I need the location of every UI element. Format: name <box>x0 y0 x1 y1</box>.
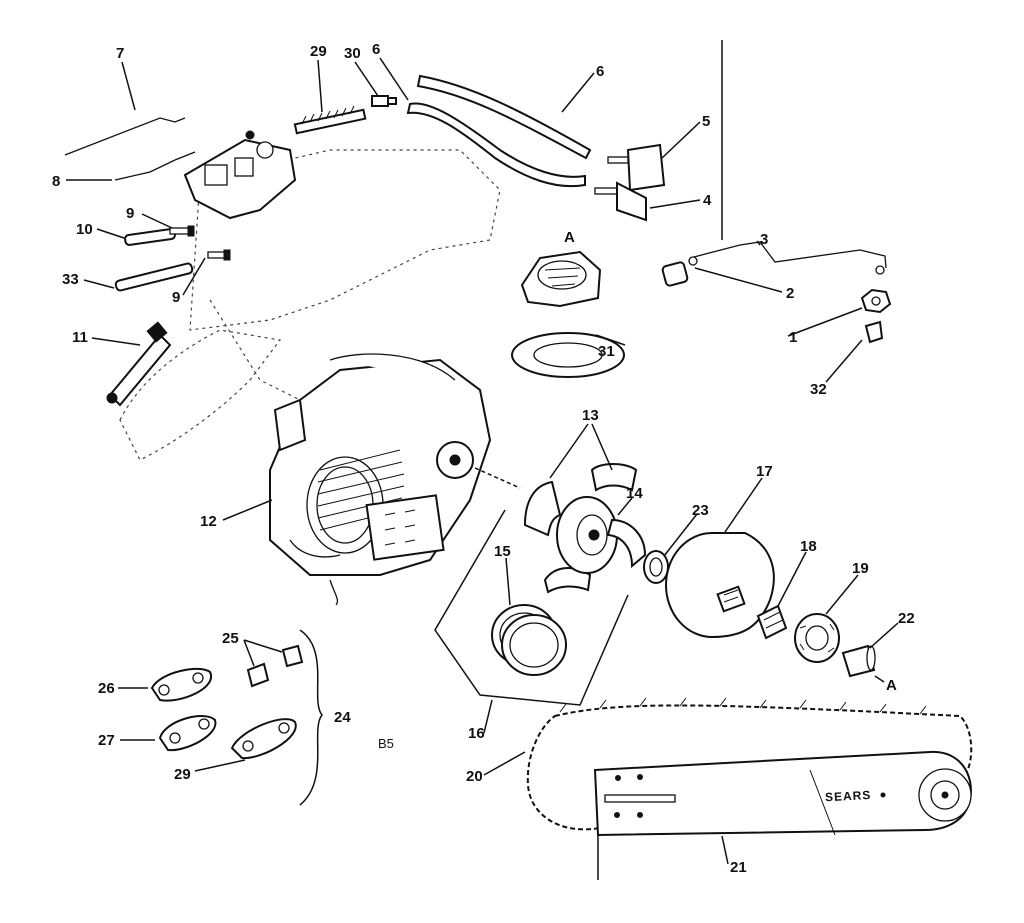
pin-33 <box>114 262 194 292</box>
callout-30: 30 <box>344 45 361 62</box>
callout-29-bottom: 29 <box>174 766 191 783</box>
drive-link <box>230 718 297 760</box>
callout-22: 22 <box>898 610 915 627</box>
callout-21: 21 <box>730 859 747 876</box>
sprocket-nut <box>520 250 602 308</box>
washer <box>511 332 625 378</box>
guide-bar: SEARS <box>593 750 972 837</box>
callout-4: 4 <box>703 192 712 209</box>
plug-32 <box>864 320 884 344</box>
callout-6-left: 6 <box>372 41 380 58</box>
clutch-springs <box>491 604 567 676</box>
callout-3: 3 <box>760 231 768 248</box>
clutch-drum <box>665 532 775 638</box>
callout-5: 5 <box>702 113 710 130</box>
view-marker-a-top: A <box>564 229 575 246</box>
throttle-rod <box>64 117 186 156</box>
screw-9a <box>169 225 195 237</box>
callout-18: 18 <box>800 538 817 555</box>
fuel-line-upper <box>416 74 592 160</box>
oil-fitting <box>661 256 885 287</box>
clutch-hub <box>556 496 647 574</box>
view-marker-a-bottom: A <box>886 677 897 694</box>
fuel-filter-upper <box>607 143 666 192</box>
callout-33: 33 <box>62 271 79 288</box>
page-reference: B5 <box>378 736 394 751</box>
pin-10 <box>124 228 176 246</box>
fuel-filter-lower <box>594 181 647 222</box>
muffler <box>365 494 445 561</box>
leader-lines <box>66 57 899 865</box>
housing-ghost-outline <box>119 149 501 461</box>
rivet-pair <box>246 644 304 688</box>
thrust-washer <box>643 550 669 584</box>
engine-assembly <box>269 353 521 606</box>
callout-25: 25 <box>222 630 239 647</box>
callout-labels: 7 8 29 30 6 6 5 4 10 9 33 9 11 12 A 31 3… <box>52 41 915 876</box>
needle-bearing <box>756 604 788 640</box>
callout-6-right: 6 <box>596 63 604 80</box>
callout-32: 32 <box>810 381 827 398</box>
screw-9b <box>207 249 231 261</box>
adjuster-screw <box>106 321 172 407</box>
callout-31: 31 <box>598 343 615 360</box>
callout-9-top: 9 <box>126 205 134 222</box>
clutch-shaft <box>436 441 521 489</box>
preset-tie-strap <box>150 667 213 702</box>
callout-26: 26 <box>98 680 115 697</box>
callout-24: 24 <box>334 709 351 726</box>
clutch-shoe-lower <box>543 567 592 594</box>
hex-nut <box>860 288 892 314</box>
tie-strap <box>158 715 217 752</box>
choke-rod <box>114 151 196 181</box>
callout-13: 13 <box>582 407 599 424</box>
oil-line <box>689 241 887 269</box>
fuel-line-spring <box>293 105 367 135</box>
clutch-shoe-upper <box>590 463 638 492</box>
callout-23: 23 <box>692 502 709 519</box>
callout-19: 19 <box>852 560 869 577</box>
callout-16: 16 <box>468 725 485 742</box>
sleeve <box>841 644 876 678</box>
callout-29-top: 29 <box>310 43 327 60</box>
clutch-shoe-left <box>523 480 562 537</box>
callout-1: 1 <box>789 329 797 346</box>
callout-11: 11 <box>72 329 88 346</box>
bar-brand-label: SEARS <box>825 788 872 804</box>
callout-27: 27 <box>98 732 115 749</box>
callout-2: 2 <box>786 285 794 302</box>
carburetor <box>183 130 297 220</box>
callout-14: 14 <box>626 485 643 502</box>
callout-15: 15 <box>494 543 511 560</box>
callout-8: 8 <box>52 173 60 190</box>
callout-9-bottom: 9 <box>172 289 180 306</box>
callout-7: 7 <box>116 45 124 62</box>
clutch-group-bracket <box>434 509 629 706</box>
fuel-fitting <box>371 95 397 107</box>
callout-10: 10 <box>76 221 93 238</box>
callout-12: 12 <box>200 513 217 530</box>
callout-17: 17 <box>756 463 773 480</box>
callout-20: 20 <box>466 768 483 785</box>
spur-sprocket <box>794 613 840 663</box>
fuel-line-lower <box>406 102 586 188</box>
repair-kit-brace <box>299 629 323 806</box>
